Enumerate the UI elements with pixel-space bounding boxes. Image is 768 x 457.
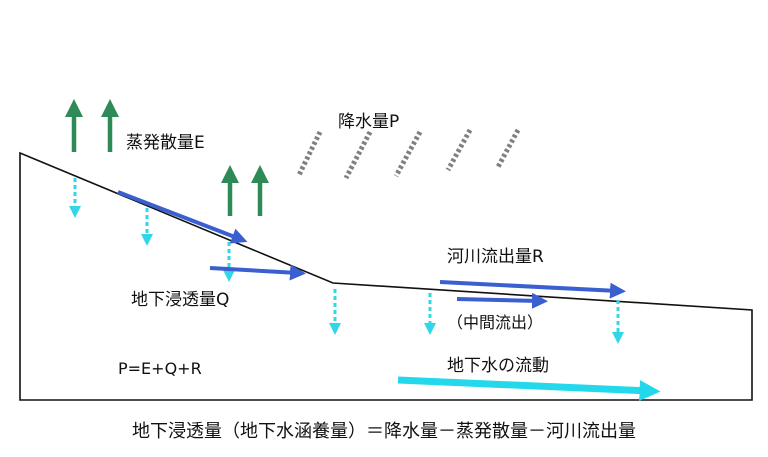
runoff-arrows bbox=[117, 190, 626, 309]
groundwater-flow-arrow bbox=[397, 376, 661, 402]
evapotranspiration-label: 蒸発散量E bbox=[126, 133, 205, 153]
terrain-cross-section bbox=[19, 151, 753, 401]
river-runoff-arrow bbox=[439, 280, 626, 299]
interflow-arrow bbox=[456, 292, 548, 309]
rain-stroke bbox=[445, 128, 473, 172]
rain-stroke bbox=[393, 130, 423, 178]
interflow-label: （中間流出） bbox=[447, 313, 543, 332]
subsurface-runoff-arrow bbox=[209, 264, 306, 281]
water-balance-caption: 地下浸透量（地下水涵養量）＝降水量－蒸発散量－河川流出量 bbox=[132, 421, 636, 442]
evapotranspiration-arrows bbox=[65, 99, 269, 216]
rain-stroke bbox=[343, 130, 373, 180]
river-runoff-label: 河川流出量R bbox=[447, 247, 544, 267]
rain-stroke bbox=[296, 130, 323, 177]
precipitation-label: 降水量P bbox=[338, 112, 399, 132]
water-balance-equation: P=E+Q+R bbox=[118, 359, 202, 378]
rain-strokes bbox=[296, 128, 521, 180]
groundwater-flow-label: 地下水の流動 bbox=[447, 356, 549, 376]
infiltration-label: 地下浸透量Q bbox=[131, 290, 229, 310]
surface-runoff-arrow bbox=[117, 190, 248, 244]
rain-stroke bbox=[495, 128, 521, 169]
